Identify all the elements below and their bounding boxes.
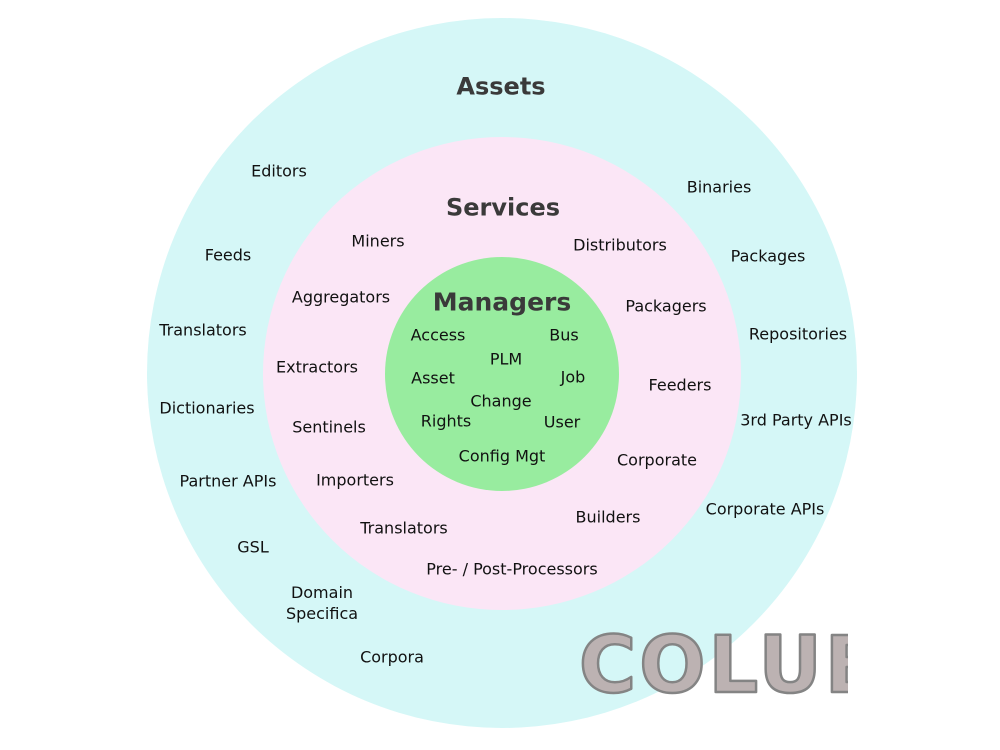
asset-item: GSL [237,537,269,557]
service-item: Extractors [275,357,359,377]
asset-item: Feeds [204,245,252,265]
service-item: Packagers [625,296,707,316]
asset-item: Binaries [686,177,752,197]
asset-item: 3rd Party APIs [740,410,852,430]
asset-item: Packages [730,246,806,266]
services-title: Services [445,193,561,222]
manager-item: PLM [489,349,523,369]
managers-title: Managers [432,287,572,317]
service-item: Translators [360,518,448,538]
service-item: Miners [351,231,405,251]
service-item: Corporate [617,450,697,470]
service-item: Sentinels [292,417,366,437]
manager-item: Job [560,367,586,387]
manager-item: Access [410,325,466,345]
manager-item: Bus [549,325,579,345]
asset-item: Repositories [748,324,848,344]
manager-item: Config Mgt [458,446,546,466]
manager-item: Asset [411,368,455,388]
service-item: Importers [316,470,394,490]
service-item: Distributors [573,235,667,255]
asset-item: Partner APIs [179,471,277,491]
asset-item: Corpora [360,647,424,667]
colub-logo: COLUB [578,620,848,700]
asset-item: Translators [159,320,247,340]
manager-item: Rights [420,411,472,431]
asset-item: Corporate APIs [705,499,825,519]
asset-item: Dictionaries [159,398,255,418]
service-item: Feeders [648,375,712,395]
service-item: Builders [575,507,641,527]
managers-core [385,257,619,491]
service-item: Pre- / Post-Processors [426,559,598,579]
assets-title: Assets [456,72,546,101]
asset-item: Editors [251,161,307,181]
colub-logo-text: COLUB [579,621,848,700]
manager-item: User [543,412,581,432]
service-item: Aggregators [291,287,391,307]
manager-item: Change [470,391,532,411]
asset-item: Domain Specifica [285,583,359,623]
